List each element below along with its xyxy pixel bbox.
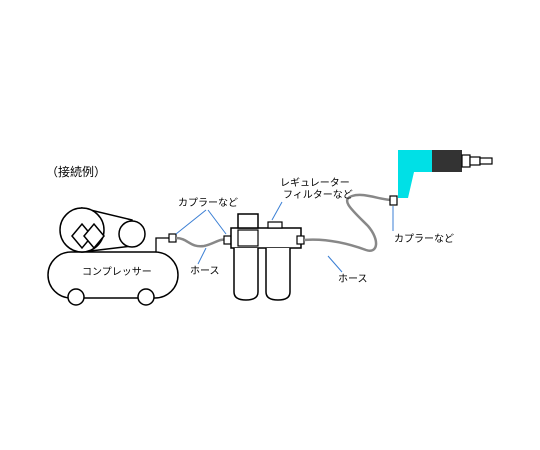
tool-chuck bbox=[469, 156, 481, 166]
tool-body bbox=[398, 150, 432, 198]
compressor-wheel-left bbox=[67, 288, 85, 306]
compressor-label: コンプレッサー bbox=[82, 266, 152, 278]
coupler-tool bbox=[389, 195, 398, 206]
coupler-regulator bbox=[223, 235, 232, 245]
regulator-gauge bbox=[237, 229, 259, 247]
tool-bit bbox=[479, 157, 493, 165]
regulator-label-line1: レギュレーター bbox=[280, 177, 350, 189]
leader-coupler-1b bbox=[207, 209, 227, 235]
leader-regulator bbox=[271, 201, 283, 221]
leader-hose-2 bbox=[327, 255, 343, 273]
compressor-tank bbox=[47, 251, 179, 299]
compressor-pump-head-right bbox=[83, 222, 105, 250]
tool-head bbox=[432, 150, 462, 172]
regulator-outlet-fitting bbox=[296, 235, 305, 245]
regulator-filter-unit bbox=[230, 213, 305, 301]
air-tool bbox=[398, 150, 493, 198]
compressor-outlet-pipe bbox=[155, 237, 170, 252]
lubricator-cap bbox=[267, 221, 283, 229]
filter-bowl bbox=[233, 248, 259, 301]
compressor-motor bbox=[118, 220, 146, 248]
regulator-label-line2: フィルターなど bbox=[283, 189, 353, 201]
coupler-label-2: カプラーなど bbox=[394, 233, 454, 245]
hose-label-2: ホース bbox=[338, 273, 368, 285]
coupler-compressor bbox=[168, 233, 177, 243]
hose-2 bbox=[303, 193, 393, 252]
regulator-knob bbox=[237, 213, 259, 229]
leader-hose-1 bbox=[197, 247, 207, 265]
diagram-title: （接続例） bbox=[46, 164, 106, 179]
lubricator-bowl bbox=[265, 248, 291, 301]
compressor: コンプレッサー bbox=[47, 207, 179, 306]
tool-nose bbox=[461, 154, 471, 168]
compressor-wheel-right bbox=[137, 288, 155, 306]
hose-1 bbox=[175, 236, 227, 248]
coupler-label-1: カプラーなど bbox=[178, 197, 238, 209]
leader-coupler-1a bbox=[175, 209, 207, 235]
hose-label-1: ホース bbox=[190, 265, 220, 277]
